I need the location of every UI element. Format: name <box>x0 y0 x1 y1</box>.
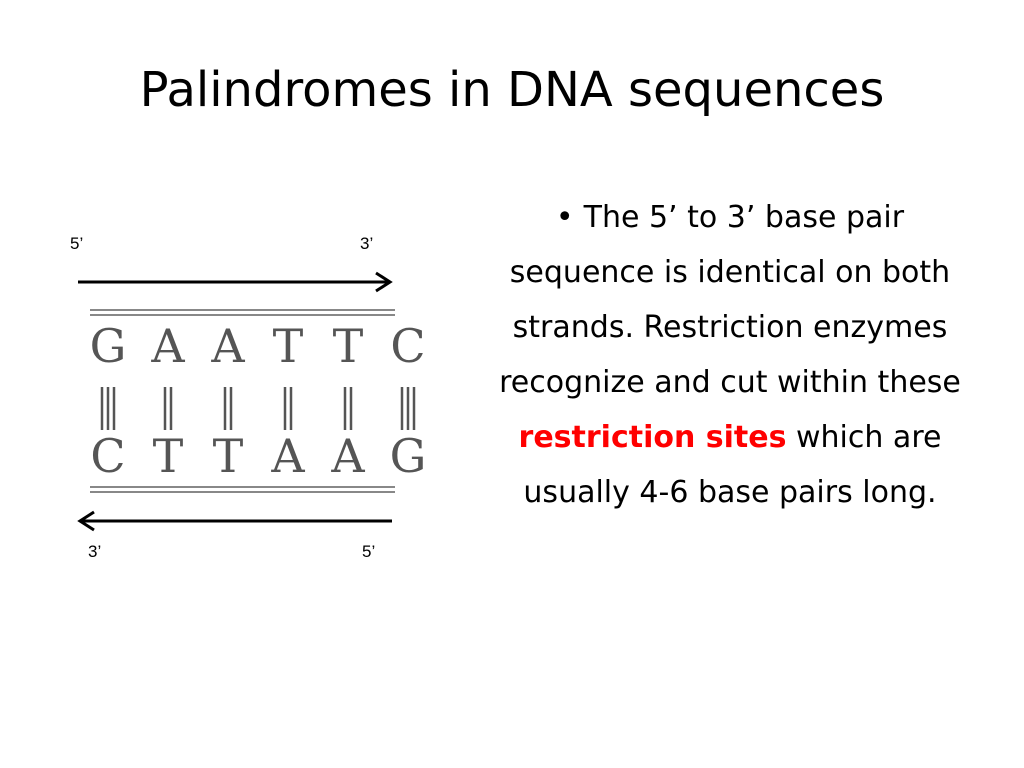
bottom-base: A <box>271 429 305 483</box>
bottom-base: T <box>212 429 244 483</box>
slide-title: Palindromes in DNA sequences <box>139 62 885 118</box>
top-base: G <box>89 319 127 373</box>
dna-palindrome-diagram: 5’ 3’ G A A T T C C T T A A G 3’ 5’ <box>60 225 440 575</box>
top-base: T <box>272 319 304 373</box>
base-pair-bonds <box>100 387 416 430</box>
bottom-base: G <box>389 429 427 483</box>
restriction-sites-highlight: restriction sites <box>518 420 787 455</box>
bullet-text-end: which are usually 4-6 base pairs long. <box>523 420 942 510</box>
bottom-strand-bases: C T T A A G <box>88 433 428 479</box>
bottom-base: T <box>152 429 184 483</box>
top-base: A <box>211 319 245 373</box>
bottom-strand-3prime-label: 3’ <box>88 542 102 561</box>
dna-diagram-graphics <box>77 271 416 532</box>
top-strand-5prime-label: 5’ <box>70 234 84 253</box>
bottom-strand-5prime-label: 5’ <box>362 542 376 561</box>
bullet-marker: • <box>555 200 574 235</box>
top-base: A <box>151 319 185 373</box>
bottom-strand-arrowhead <box>77 510 95 532</box>
bottom-base: C <box>90 429 126 483</box>
bullet-point: •The 5’ to 3’ base pair sequence is iden… <box>485 190 975 520</box>
top-strand-3prime-label: 3’ <box>360 234 374 253</box>
top-strand-bases: G A A T T C <box>88 323 428 369</box>
top-strand-arrowhead <box>375 271 393 293</box>
bullet-text-start: The 5’ to 3’ base pair sequence is ident… <box>499 200 961 400</box>
top-base: T <box>332 319 364 373</box>
bottom-base: A <box>331 429 365 483</box>
top-base: C <box>390 319 426 373</box>
